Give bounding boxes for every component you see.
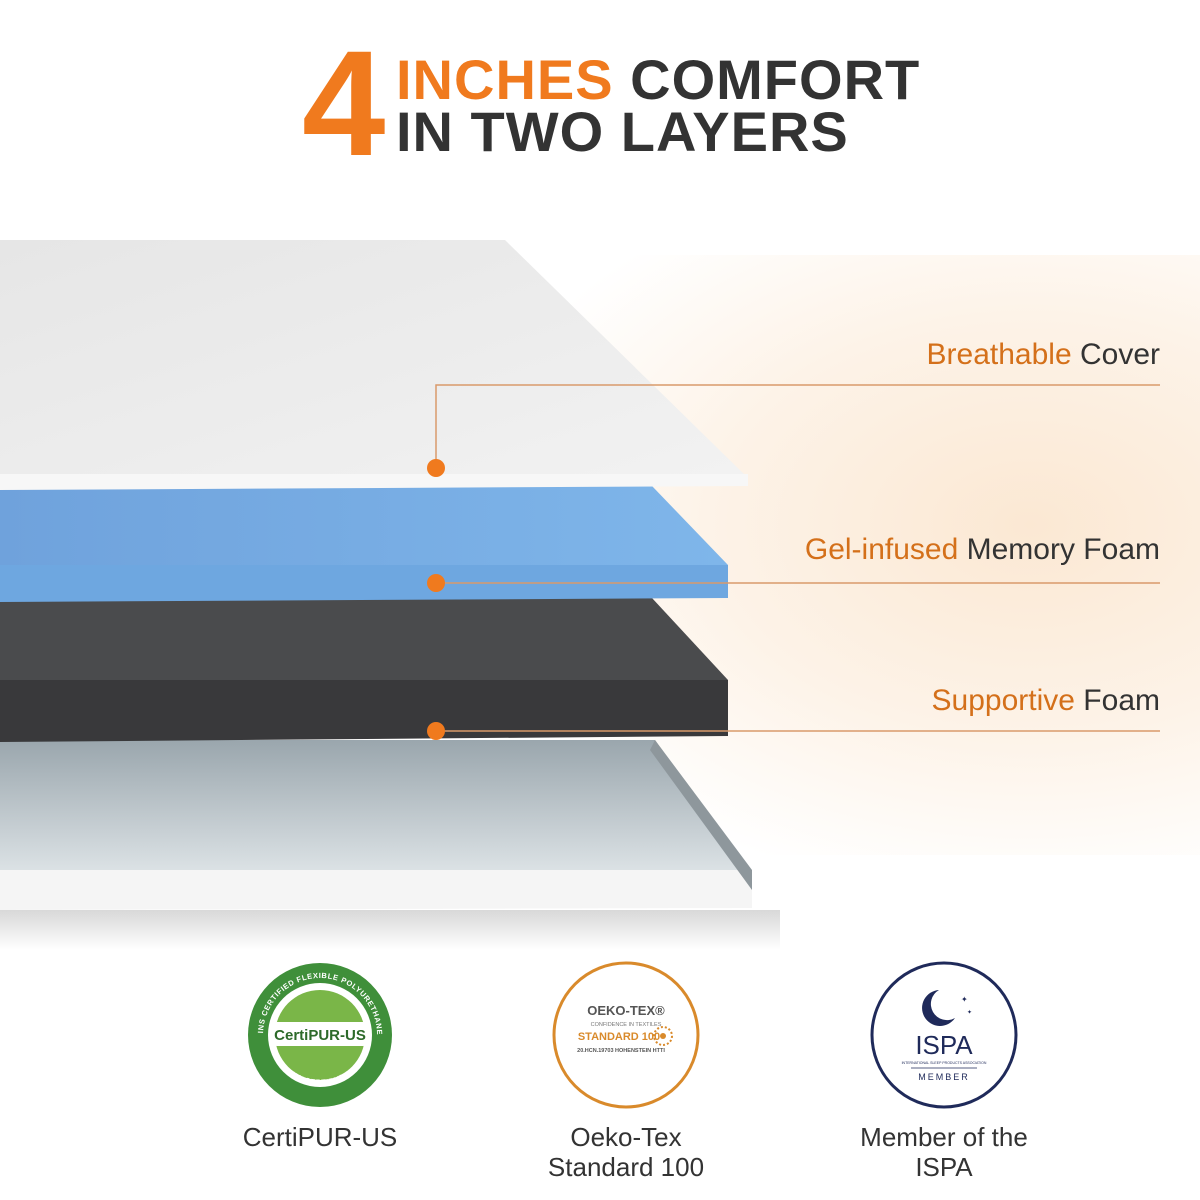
label-accent: Breathable [926, 338, 1072, 371]
callout-breathable-cover [427, 384, 1160, 477]
base-layer [0, 740, 752, 910]
ispa-line-2: INTERNATIONAL SLEEP PRODUCTS ASSOCIATION [902, 1061, 987, 1065]
cert-ispa: ✦ ✦ ISPA INTERNATIONAL SLEEP PRODUCTS AS… [794, 960, 1094, 1182]
oekotex-line-3: STANDARD 100 [578, 1031, 660, 1043]
headline: 4 INCHES COMFORT IN TWO LAYERS [0, 0, 1200, 200]
cert-caption: Oeko-Tex Standard 100 [547, 1122, 705, 1182]
mattress-layers-illustration [0, 240, 1160, 950]
label-rest: Foam [1074, 684, 1160, 717]
headline-line-1: INCHES COMFORT [396, 52, 920, 108]
floor-shadow [0, 910, 780, 950]
label-accent: Gel-infused [804, 533, 959, 566]
headline-accent: INCHES [396, 48, 614, 111]
headline-line-2: IN TWO LAYERS [396, 100, 849, 163]
label-accent: Supportive [931, 684, 1075, 717]
ispa-line-3: MEMBER [918, 1072, 970, 1082]
ispa-line-1: ISPA [915, 1030, 973, 1060]
oekotex-line-2: CONFIDENCE IN TEXTILES [591, 1022, 662, 1028]
supportive-foam-layer [0, 598, 728, 742]
cover-layer [0, 240, 748, 490]
label-supportive-foam: Supportive Foam [932, 684, 1160, 718]
ispa-star-icon: ✦ [961, 995, 968, 1004]
callout-supportive-foam [427, 722, 1160, 740]
label-rest: Cover [1071, 338, 1160, 371]
headline-number: 4 [302, 19, 385, 187]
ispa-moon-icon [922, 990, 955, 1026]
oekotex-line-1: OEKO-TEX® [587, 1003, 665, 1018]
ispa-logo-icon: ✦ ✦ ISPA INTERNATIONAL SLEEP PRODUCTS AS… [870, 961, 1018, 1109]
label-gel-memory-foam: Gel-infused Memory Foam [805, 533, 1160, 567]
oekotex-flower-icon [653, 1026, 673, 1046]
oekotex-line-4: 20.HCN.19703 HOHENSTEIN HTTI [577, 1048, 665, 1054]
label-rest: Memory Foam [958, 533, 1160, 566]
ispa-star-icon: ✦ [967, 1009, 972, 1016]
certipur-badge-text: CertiPUR-US [274, 1027, 366, 1044]
cert-oekotex: OEKO-TEX® CONFIDENCE IN TEXTILES STANDAR… [476, 960, 776, 1182]
cert-caption: CertiPUR-US [242, 1122, 398, 1152]
cert-caption: Member of the ISPA [860, 1122, 1028, 1182]
cert-certipur: CONTAINS CERTIFIED FLEXIBLE POLYURETHANE… [170, 960, 470, 1152]
gel-memory-foam-layer [0, 486, 728, 602]
headline-rest: COMFORT [613, 48, 921, 111]
label-breathable-cover: Breathable Cover [927, 338, 1160, 372]
certipur-logo-icon: CONTAINS CERTIFIED FLEXIBLE POLYURETHANE… [245, 960, 392, 1107]
callout-gel-memory-foam [427, 574, 1160, 592]
oekotex-logo-icon: OEKO-TEX® CONFIDENCE IN TEXTILES STANDAR… [552, 961, 700, 1109]
